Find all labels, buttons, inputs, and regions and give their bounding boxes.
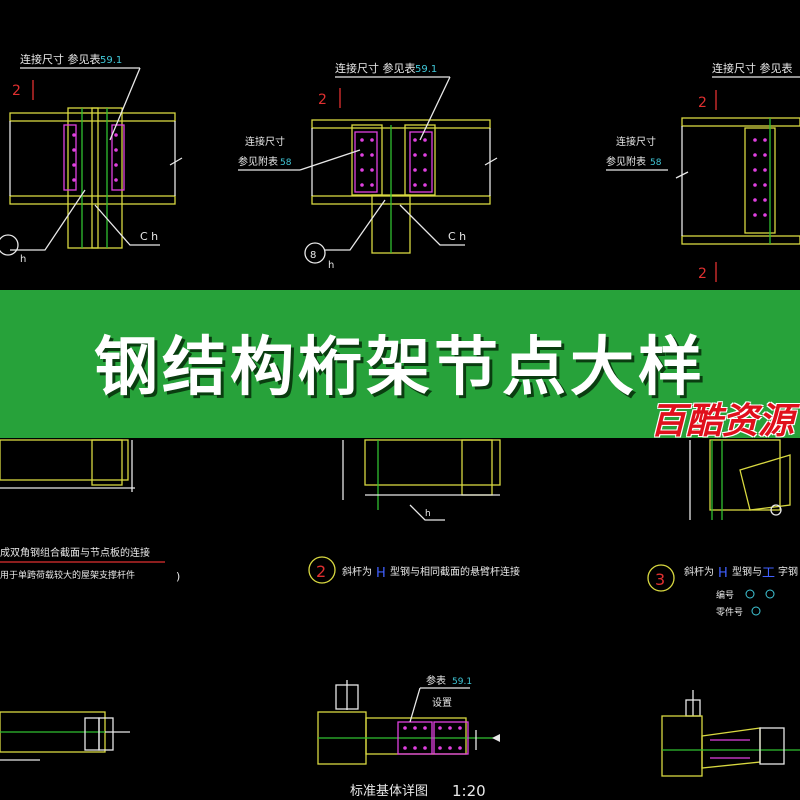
caption-i-mark: 工	[762, 566, 775, 581]
note-side: 连接尺寸	[616, 135, 656, 148]
note-side-2: 参见附表	[238, 155, 278, 168]
caption-text: 斜杆为	[342, 565, 372, 578]
label-h: h	[20, 254, 26, 265]
label-ch: C h	[140, 230, 158, 243]
note-connection-size: 连接尺寸 参见表	[335, 61, 416, 75]
detail-mid-right	[689, 439, 791, 520]
detail-top-middle: 连接尺寸 参见表 59.1 2 连接尺寸 参见附表 58 8 C h h	[238, 61, 498, 271]
caption-line-2b: 零件号	[716, 606, 743, 618]
note-ref-number: 59.1	[100, 55, 122, 66]
detail-mid-left	[0, 439, 135, 492]
section-mark-bottom: 2	[698, 266, 707, 282]
label-h: h	[425, 509, 431, 519]
note-setup: 设置	[432, 697, 452, 709]
caption-number: 3	[655, 570, 665, 589]
detail-bottom-right	[661, 690, 800, 777]
ref-label: 参表	[426, 674, 446, 687]
ref-value: 59.1	[452, 677, 472, 687]
section-mark: 2	[318, 92, 327, 108]
detail-mid-middle: h	[342, 439, 501, 521]
section-mark: 2	[12, 83, 21, 99]
caption-line-2a: 编号	[716, 589, 734, 601]
label-h: h	[328, 260, 334, 271]
note-side-ref: 58	[650, 158, 662, 168]
note-side-ref: 58	[280, 158, 292, 168]
note-connection-size: 连接尺寸 参见表	[712, 61, 793, 75]
label-ch: C h	[448, 230, 466, 243]
note-side: 连接尺寸	[245, 135, 285, 148]
caption-2: 2 斜杆为 H 型钢与相同截面的悬臂杆连接	[308, 556, 520, 584]
caption-h-mark: H	[718, 566, 728, 581]
detail-scale: 1:20	[452, 782, 486, 800]
detail-bottom-left	[0, 711, 130, 761]
caption-number: 2	[316, 562, 326, 581]
section-mark: 2	[698, 95, 707, 111]
detail-caption: 标准基体详图	[350, 784, 428, 799]
note-ref-number: 59.1	[415, 64, 437, 75]
note-connection-size: 连接尺寸 参见表	[20, 52, 101, 66]
caption-text-2: 型钢与相同截面的悬臂杆连接	[390, 565, 520, 578]
watermark-text: 百酷资源	[649, 401, 794, 442]
svg-text:): )	[176, 570, 180, 583]
bubble-number: 8	[310, 250, 316, 261]
caption-text: 斜杆为	[684, 565, 714, 578]
caption-1: 成双角钢组合截面与节点板的连接 用于单跨荷载较大的屋架支撑杆件 )	[0, 546, 180, 583]
caption-text-3: 字钢	[778, 565, 798, 578]
caption-3: 3 斜杆为 H 型钢与 工 字钢 编号 零件号	[647, 564, 798, 618]
detail-bottom-middle: 参表 59.1 设置 标准基体详图 1:20	[317, 674, 500, 800]
detail-top-left: 连接尺寸 参见表 59.1 2 C h h	[0, 52, 183, 265]
caption-text-2: 型钢与	[732, 565, 762, 578]
title-banner	[0, 290, 800, 438]
caption-line-2: 用于单跨荷载较大的屋架支撑杆件	[0, 569, 135, 581]
note-side-2: 参见附表	[606, 155, 646, 168]
caption-line-1: 成双角钢组合截面与节点板的连接	[0, 546, 150, 559]
banner-title: 钢结构桁架节点大样	[94, 331, 706, 405]
detail-top-right: 连接尺寸 参见表 2 连接尺寸 参见附表 58 2	[606, 61, 800, 282]
caption-h-mark: H	[376, 566, 386, 581]
